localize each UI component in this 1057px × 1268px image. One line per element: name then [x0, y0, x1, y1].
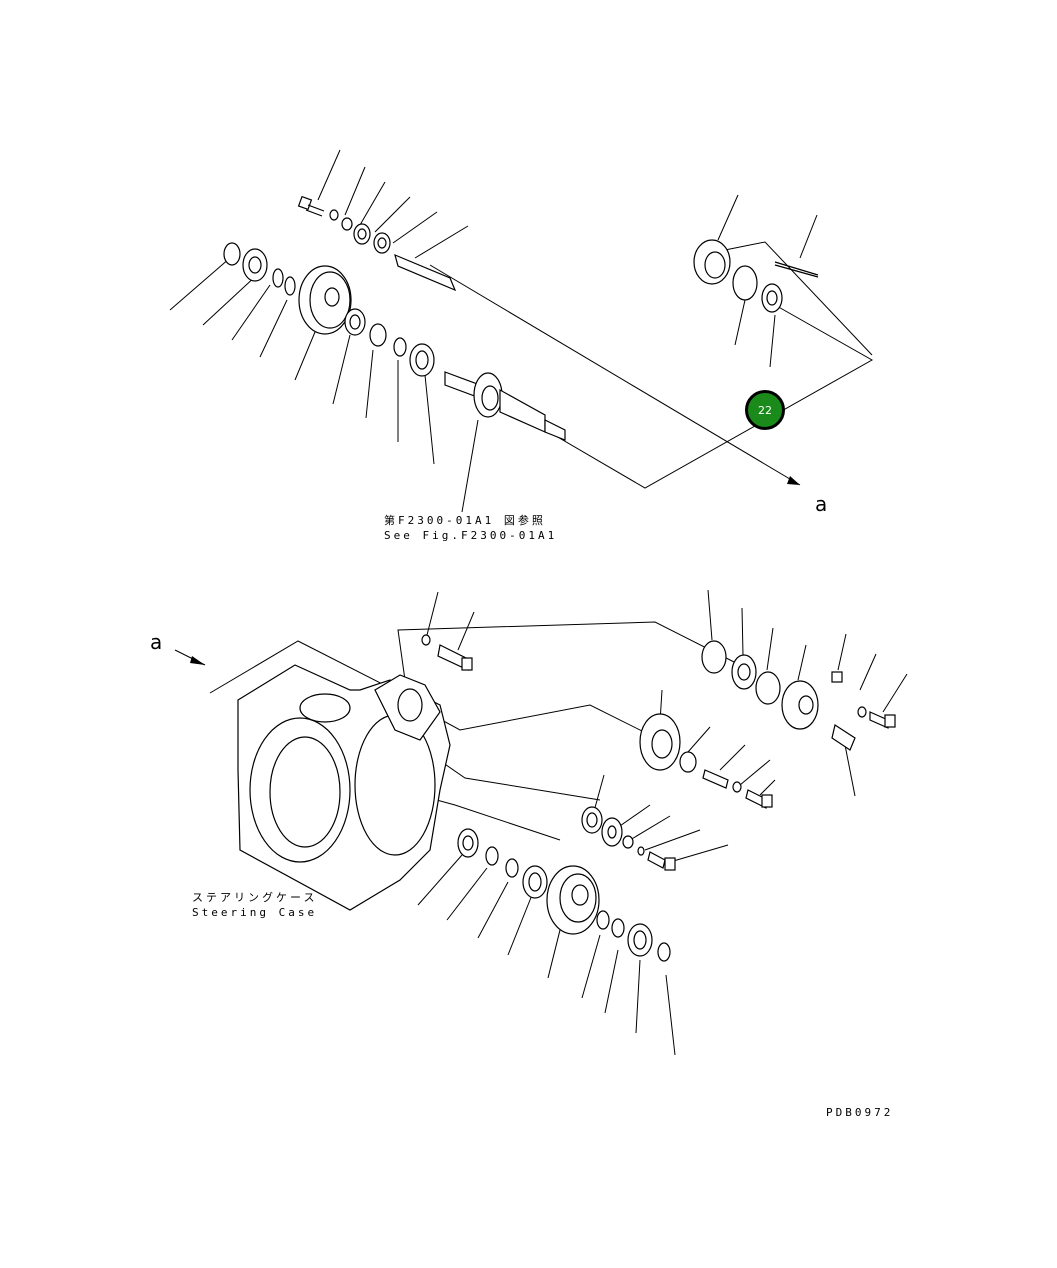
case-label-en: Steering Case	[192, 906, 318, 919]
arrow-a-top	[787, 476, 800, 485]
guide-lines-top	[429, 241, 874, 489]
drawing-code: PDB0972	[826, 1106, 894, 1119]
reference-label-jp: 第F2300-01A1 図参照	[384, 514, 546, 527]
part-callout-number: 22	[758, 403, 772, 417]
arrow-a-bottom	[190, 656, 205, 665]
part-callout-22[interactable]: 22	[745, 390, 785, 430]
steering-case-body	[237, 664, 451, 911]
case-label-jp: ステアリングケース	[192, 891, 318, 904]
arrow-label-a-top: a	[815, 492, 828, 516]
leader-lines-bottom	[417, 589, 908, 1056]
arrow-label-a-bottom: a	[150, 630, 163, 654]
reference-label-en: See Fig.F2300-01A1	[384, 529, 558, 542]
leader-lines-top	[169, 149, 818, 513]
top-parts	[223, 195, 819, 441]
bottom-parts	[421, 634, 896, 962]
